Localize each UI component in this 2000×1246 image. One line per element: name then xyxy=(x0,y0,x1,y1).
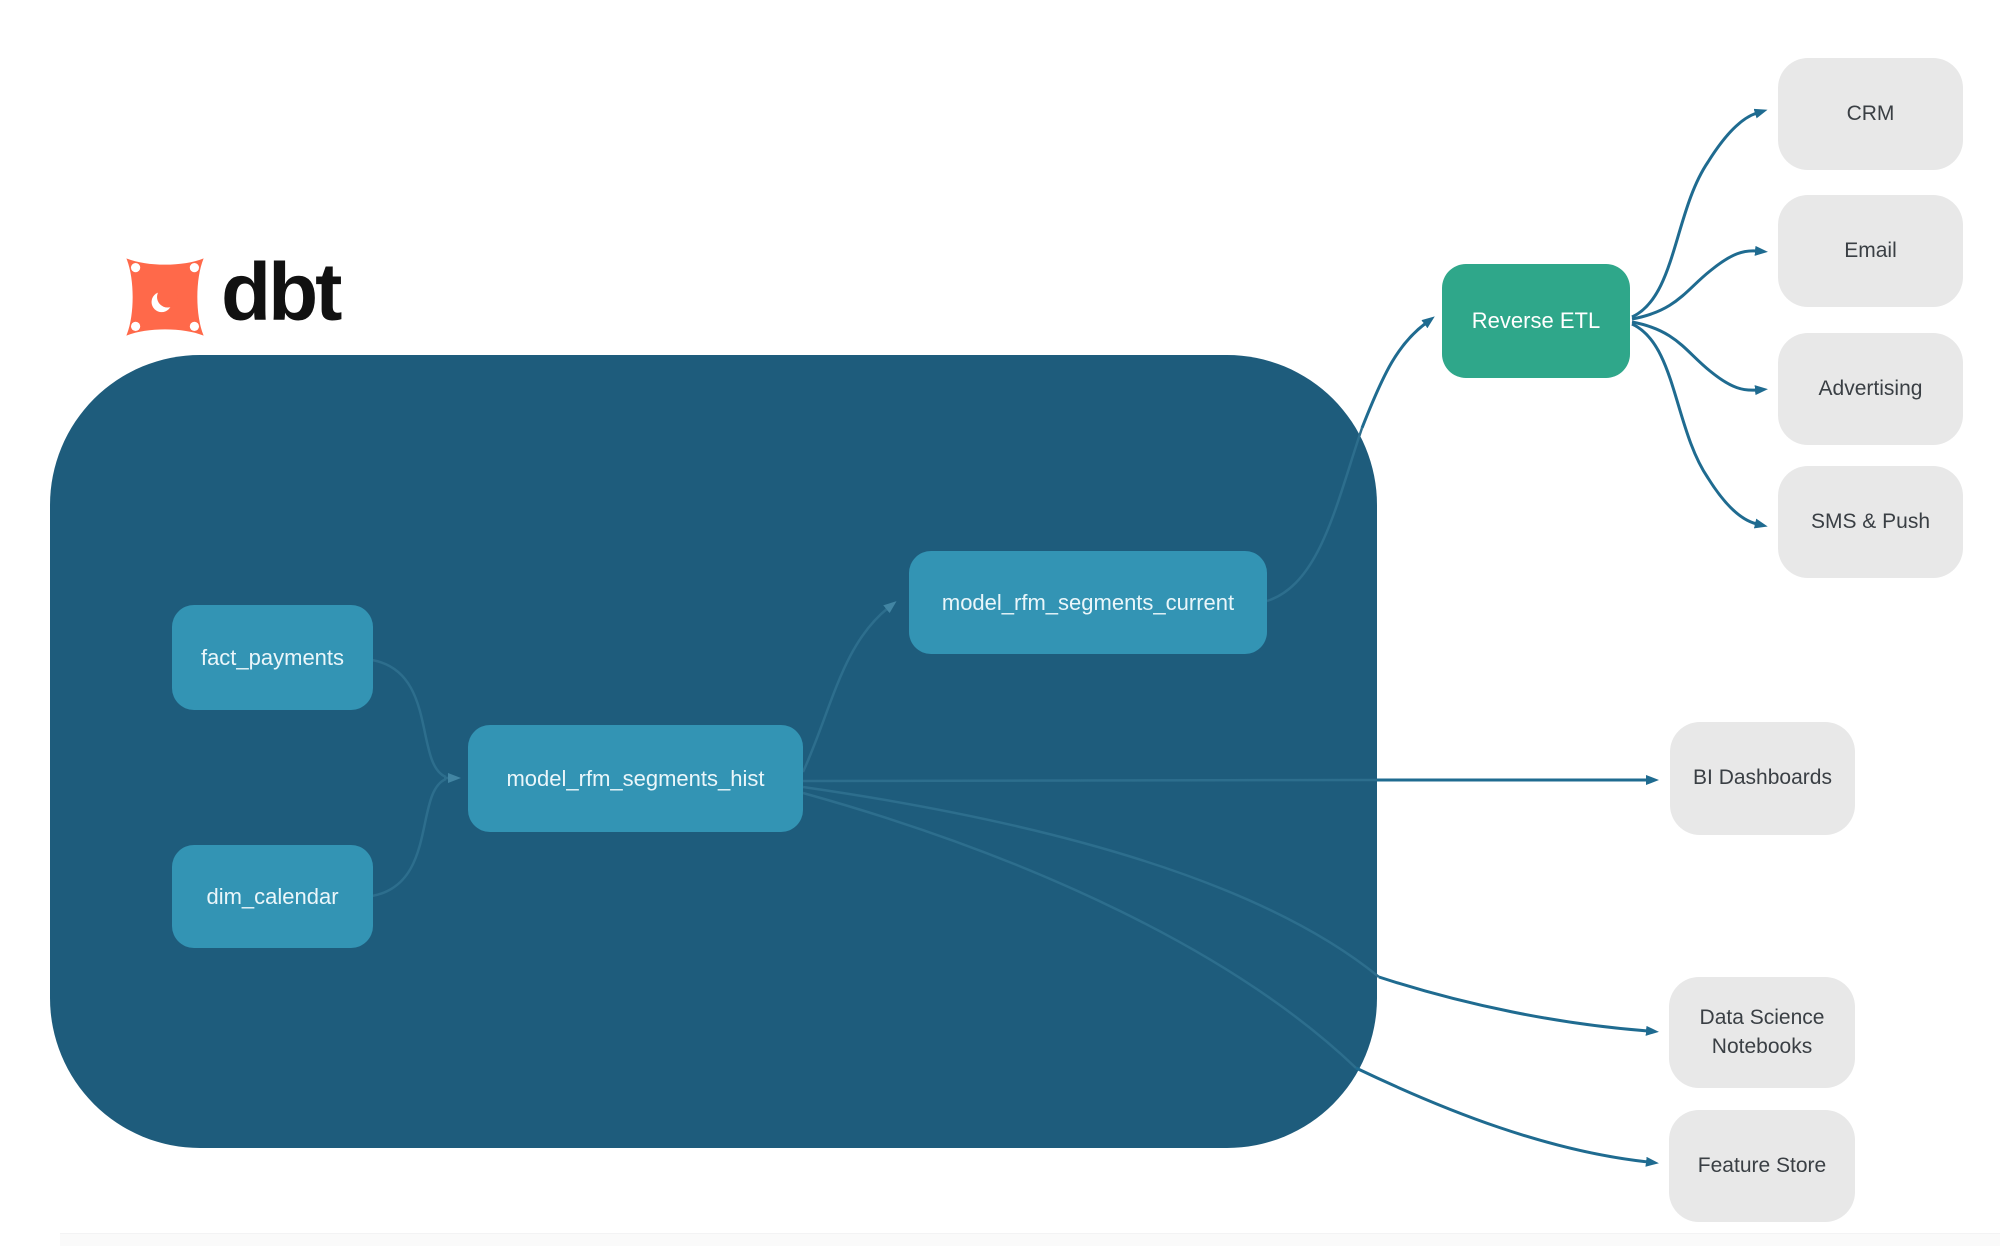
edge-hist-to-notebooks xyxy=(1378,975,1659,1036)
node-label: Advertising xyxy=(1818,376,1923,400)
node-label: Email xyxy=(1844,238,1897,262)
node-label: dim_calendar xyxy=(206,883,339,909)
node-reverse-etl: Reverse ETL xyxy=(1442,264,1630,378)
edge-etl-to-advertising xyxy=(1631,320,1768,396)
node-data-science-notebooks: Data Science Notebooks xyxy=(1669,977,1855,1088)
node-dim-calendar: dim_calendar xyxy=(172,845,373,948)
node-email: Email xyxy=(1778,195,1963,307)
slide-bottom-edge xyxy=(60,1233,2000,1246)
node-fact-payments: fact_payments xyxy=(172,605,373,710)
node-label: fact_payments xyxy=(200,644,345,670)
edge-etl-to-sms-push xyxy=(1631,322,1768,529)
node-advertising: Advertising xyxy=(1778,333,1963,445)
node-feature-store: Feature Store xyxy=(1669,1110,1855,1222)
dbt-logo: dbt xyxy=(123,247,342,339)
node-label: SMS & Push xyxy=(1810,509,1931,533)
node-label: BI Dashboards xyxy=(1693,766,1832,790)
edge-current-to-etl xyxy=(1360,316,1435,429)
node-sms-push: SMS & Push xyxy=(1778,466,1963,578)
dbt-logo-icon xyxy=(126,258,204,336)
node-model-rfm-segments-current: model_rfm_segments_current xyxy=(909,551,1267,654)
node-bi-dashboards: BI Dashboards xyxy=(1670,722,1855,835)
node-label: Reverse ETL xyxy=(1471,308,1601,334)
edge-hist-to-feature-store xyxy=(1355,1066,1659,1167)
node-label: model_rfm_segments_hist xyxy=(506,765,765,791)
node-crm: CRM xyxy=(1778,58,1963,170)
edge-etl-to-email xyxy=(1631,245,1768,321)
edge-etl-to-crm xyxy=(1631,108,1768,319)
dbt-logo-text: dbt xyxy=(221,247,342,338)
node-label: CRM xyxy=(1846,101,1895,125)
node-label: model_rfm_segments_current xyxy=(941,589,1235,615)
node-label: Feature Store xyxy=(1697,1153,1827,1177)
node-label: Data Science Notebooks xyxy=(1699,1006,1825,1058)
node-model-rfm-segments-hist: model_rfm_segments_hist xyxy=(468,725,803,832)
